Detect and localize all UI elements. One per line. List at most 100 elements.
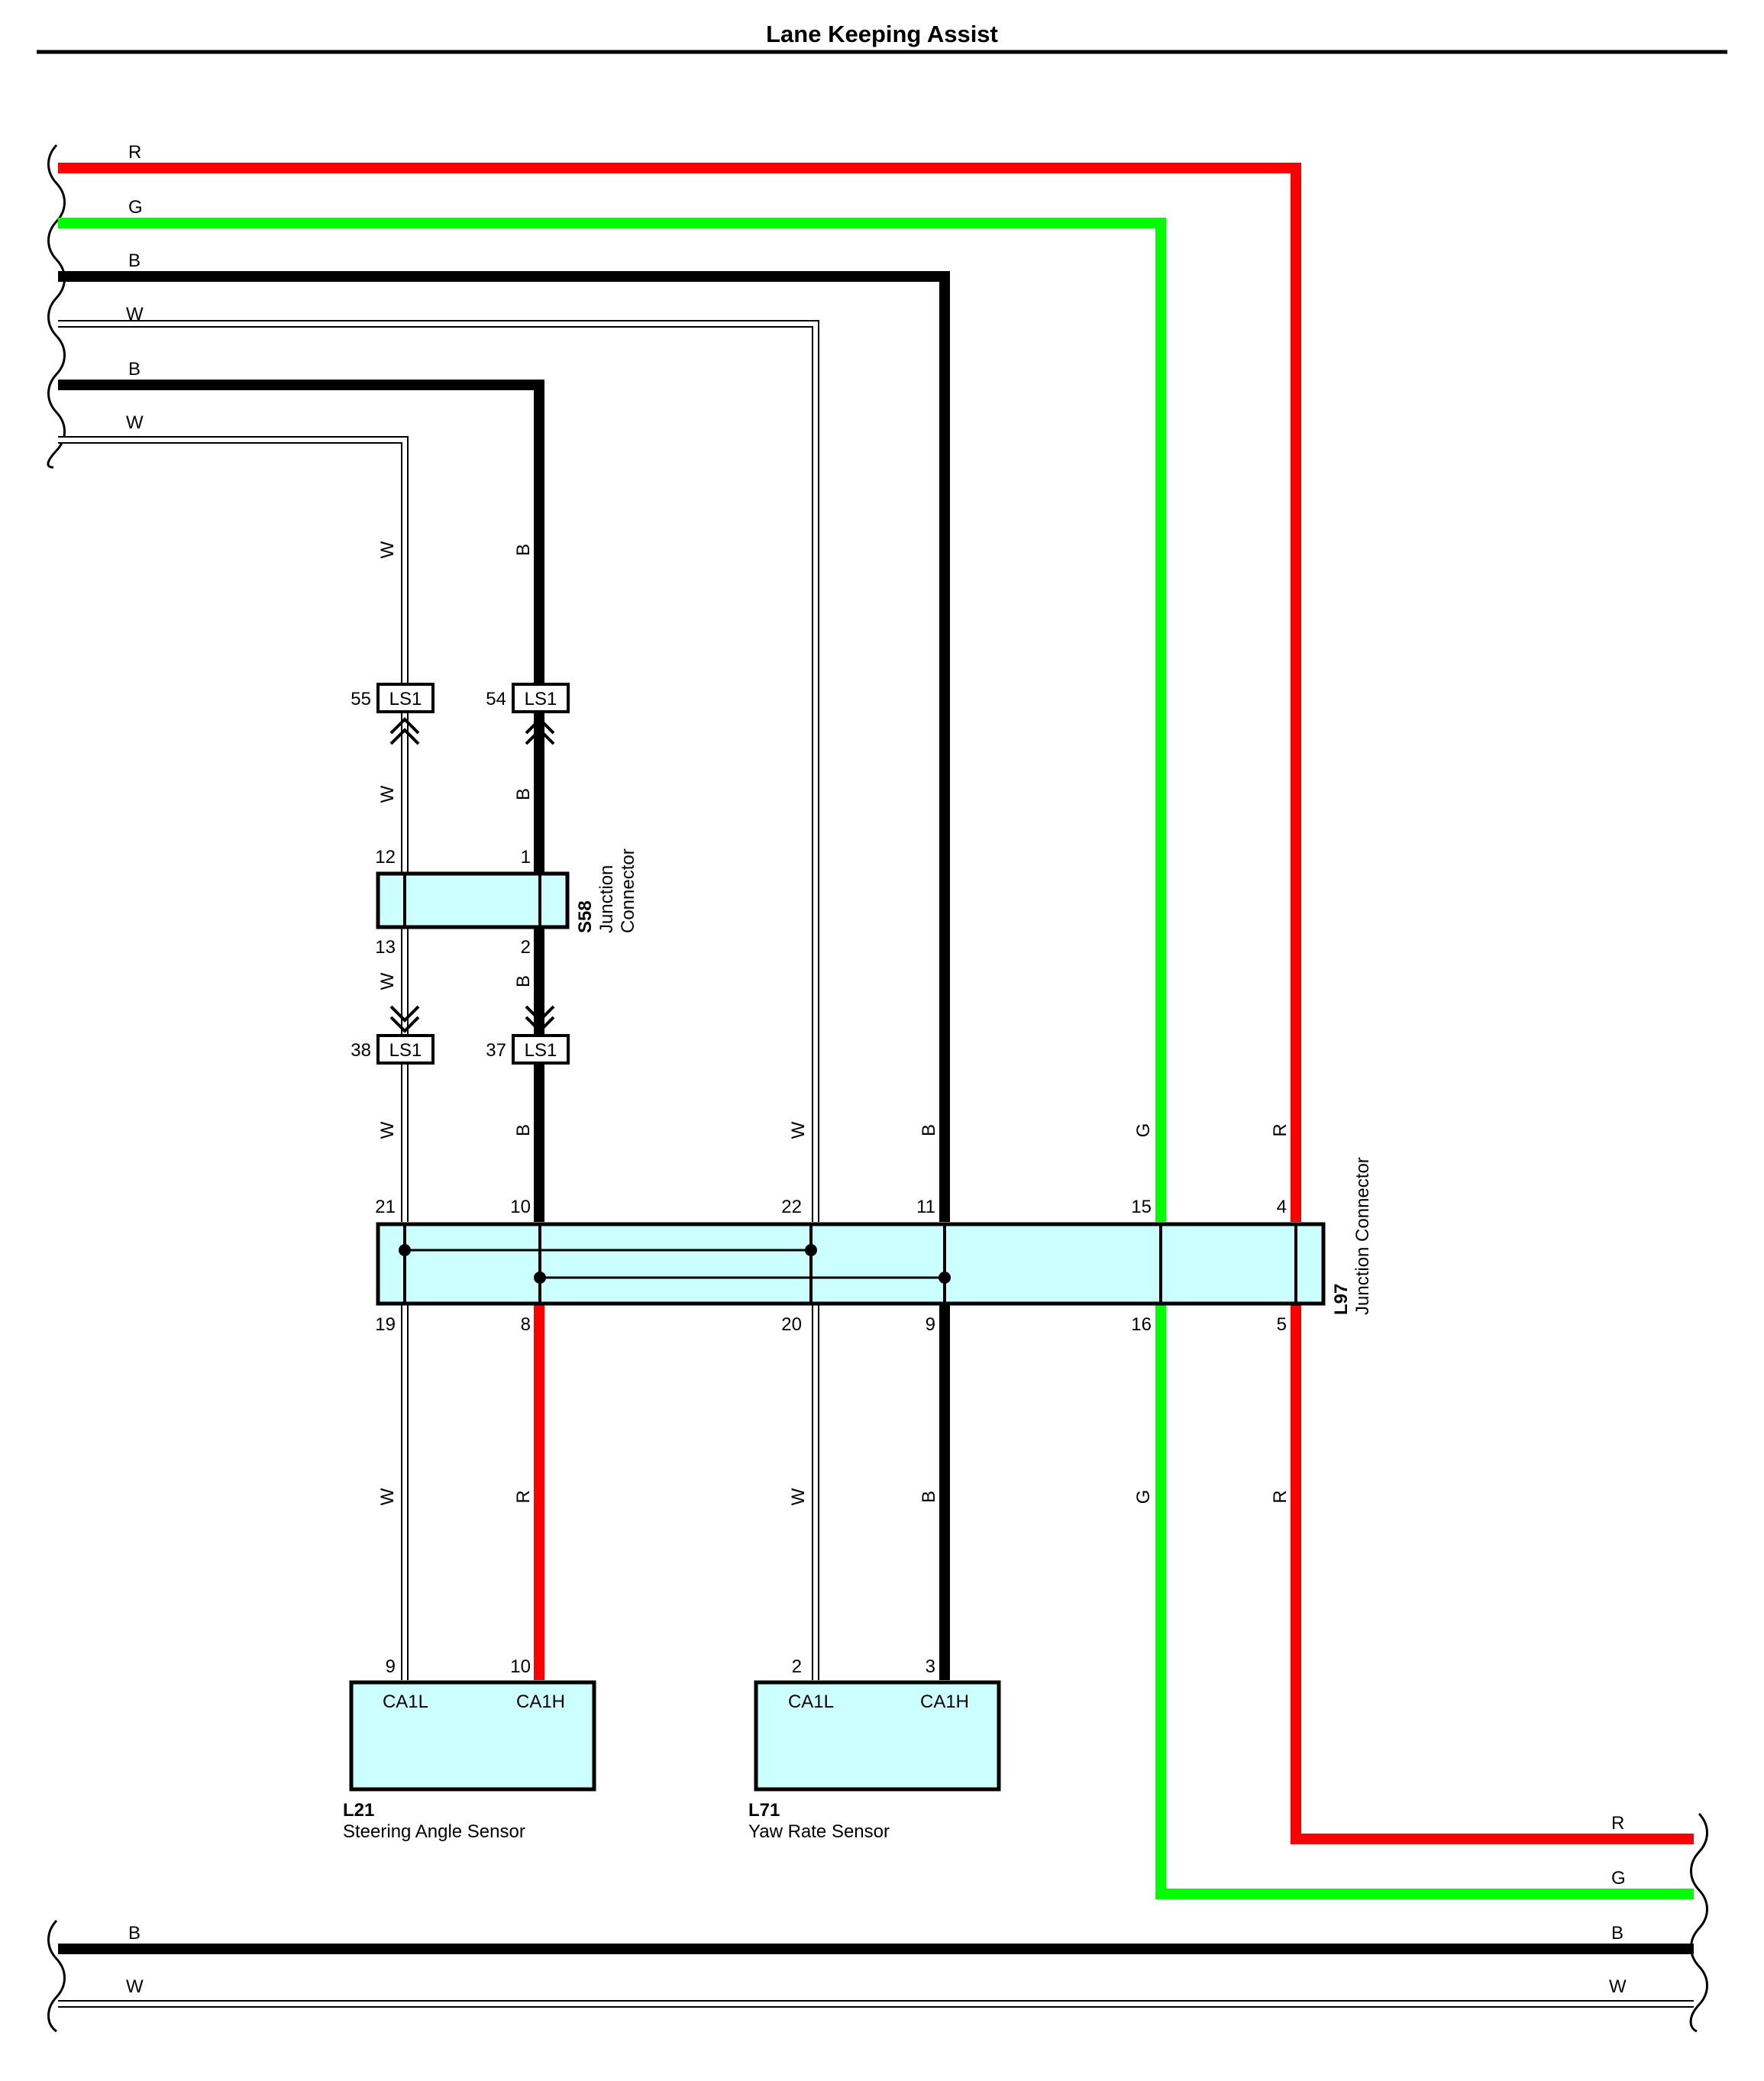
splice-dot [939, 1272, 951, 1284]
pin-number: 1 [521, 847, 531, 868]
ls1-label: LS1 [389, 1040, 422, 1061]
wire-label-w: W [377, 972, 398, 990]
splice-dot [399, 1244, 411, 1256]
wire-label-w: W [126, 304, 144, 325]
wire-label-b: B [128, 1923, 141, 1944]
ls1-connector-top: LS1 55 LS1 54 [351, 683, 570, 745]
pin-number: 4 [1277, 1197, 1287, 1217]
splice-dot [534, 1272, 546, 1284]
terminal-label: CA1L [383, 1692, 428, 1712]
ls1-box-37 [512, 1034, 570, 1065]
ls1-connector-bottom: LS1 38 LS1 37 [351, 1005, 570, 1065]
wire-white-top-2-outline [58, 436, 409, 1222]
wire-label-w: W [1609, 1976, 1627, 1997]
l97-id: L97 [1331, 1284, 1352, 1315]
wire-label-r: R [1270, 1123, 1291, 1136]
wire-red-bottom [1291, 1301, 1694, 1844]
s58-name-line2: Connector [618, 848, 638, 933]
wire-label-b: B [919, 1124, 939, 1136]
pin-number: 22 [781, 1197, 802, 1217]
pin-number: 55 [351, 689, 371, 709]
wire-label-g: G [1133, 1490, 1154, 1504]
wire-black-top-2 [58, 380, 544, 1222]
l21-name: Steering Angle Sensor [343, 1821, 525, 1842]
wire-label-b: B [1611, 1923, 1623, 1944]
wire-red-top [58, 163, 1301, 1222]
s58-junction-connector: 12 1 13 2 S58 Junction Connector [375, 847, 638, 958]
pin-number: 15 [1131, 1197, 1152, 1217]
pin-number: 10 [510, 1197, 531, 1217]
vertical-wire-labels: W B W B W B W B W B G R W R W B G R [377, 541, 1291, 1505]
terminal-chevron [389, 1005, 420, 1033]
pin-number: 38 [351, 1040, 371, 1061]
terminal-chevron [525, 717, 555, 745]
wire-label-w: W [377, 1488, 398, 1505]
wire-label-r: R [513, 1490, 534, 1503]
wire-label-w: W [377, 785, 398, 803]
l97-junction-connector: 21 10 22 11 15 4 19 8 20 9 16 5 L97 Junc… [375, 1157, 1373, 1335]
s58-id: S58 [575, 900, 596, 933]
l97-box [376, 1222, 1326, 1306]
wire-label-b: B [128, 359, 141, 380]
pin-number: 13 [375, 937, 396, 958]
terminal-chevron [525, 1005, 555, 1033]
wire-black-top-1 [58, 271, 950, 1222]
pin-number: 2 [792, 1656, 802, 1677]
terminal-label: CA1H [516, 1692, 565, 1712]
wire-label-r: R [128, 142, 141, 163]
wire-label-g: G [1611, 1868, 1626, 1889]
wire-label-b: B [513, 544, 534, 556]
terminal-chevron [389, 717, 420, 745]
l97-name: Junction Connector [1352, 1157, 1373, 1315]
pin-number: 54 [486, 689, 506, 709]
l21-steering-angle-sensor: 9 10 CA1L CA1H L21 Steering Angle Sensor [343, 1656, 596, 1842]
wire-green-top [58, 218, 1166, 1222]
wire-green-bottom [1155, 1301, 1694, 1899]
pin-number: 12 [375, 847, 396, 868]
wire-label-b: B [513, 975, 534, 987]
splice-dot [805, 1244, 817, 1256]
wire-label-w: W [377, 541, 398, 558]
pin-number: 19 [375, 1314, 396, 1335]
wire-label-w: W [788, 1121, 809, 1139]
pin-number: 3 [926, 1656, 935, 1677]
wire-label-b: B [513, 1124, 534, 1136]
s58-name-line1: Junction [596, 865, 617, 933]
pin-number: 10 [510, 1656, 531, 1677]
ls1-box-54 [512, 683, 570, 713]
s58-box [376, 871, 570, 929]
pin-number: 9 [386, 1656, 396, 1677]
wire-label-b: B [128, 250, 141, 271]
pin-number: 21 [375, 1197, 396, 1217]
terminal-label: CA1L [788, 1692, 834, 1712]
right-wire-labels: R G B W [1609, 1813, 1627, 1997]
l21-box [349, 1680, 596, 1792]
pin-number: 8 [521, 1314, 531, 1335]
ls1-box-55 [376, 683, 435, 713]
l71-name: Yaw Rate Sensor [748, 1821, 890, 1842]
wire-white-top-1-outline [58, 320, 819, 1222]
page-title: Lane Keeping Assist [766, 21, 998, 47]
wire-label-g: G [128, 197, 143, 218]
ls1-label: LS1 [525, 689, 557, 709]
pin-number: 2 [521, 937, 531, 958]
wire-label-w: W [377, 1121, 398, 1139]
l71-box [754, 1680, 1001, 1792]
right-break-marks [1689, 1812, 1708, 2033]
l21-id: L21 [343, 1800, 374, 1821]
left-wire-labels: R G B W B W B W [126, 142, 144, 1997]
pin-number: 5 [1277, 1314, 1287, 1335]
wire-label-r: R [1270, 1490, 1291, 1503]
wire-label-g: G [1133, 1123, 1154, 1138]
l71-yaw-rate-sensor: 2 3 CA1L CA1H L71 Yaw Rate Sensor [748, 1656, 1001, 1842]
ls1-label: LS1 [389, 689, 422, 709]
ls1-label: LS1 [525, 1040, 557, 1061]
l71-id: L71 [748, 1800, 780, 1821]
left-break-marks [47, 144, 66, 2033]
pin-number: 37 [486, 1040, 506, 1061]
wire-label-r: R [1611, 1813, 1624, 1834]
wire-label-w: W [126, 1976, 144, 1997]
pin-number: 11 [916, 1197, 935, 1217]
pin-number: 16 [1131, 1314, 1152, 1335]
